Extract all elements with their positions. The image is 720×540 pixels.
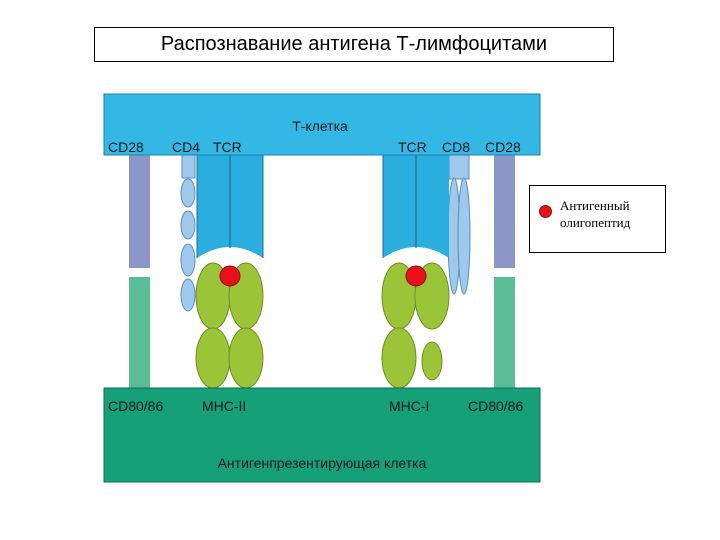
peptide-mhc-ii: [219, 265, 241, 287]
cd80-right-stalk: [494, 277, 515, 389]
antigen-presenting-cell: [103, 387, 541, 483]
cd4-stalk: [181, 152, 196, 179]
label-tcr-right: TCR: [398, 139, 427, 155]
legend-line-1: Антигенный: [560, 198, 630, 213]
diagram-title-text: Распознавание антигена Т-лимфоцитами: [160, 33, 548, 55]
peptide-legend-icon: [539, 205, 552, 218]
label-cd4: CD4: [172, 139, 200, 155]
label-mhc-ii: MHC-II: [202, 398, 246, 414]
cd4-domains: [180, 178, 196, 312]
tcr-right: [382, 153, 449, 258]
label-cd80-right: CD80/86: [468, 398, 523, 414]
mhc-i: [381, 262, 450, 389]
t-cell: [103, 93, 541, 156]
cd8-domains: [447, 177, 471, 295]
label-cd28-left: CD28: [108, 139, 144, 155]
tcr-left: [196, 153, 264, 258]
legend: Антигенный олигопептид: [529, 185, 666, 253]
cd28-left-stalk: [129, 153, 150, 268]
label-cd80-left: CD80/86: [108, 398, 163, 414]
diagram-title: Распознавание антигена Т-лимфоцитами: [94, 27, 614, 62]
mhc-ii: [195, 262, 264, 389]
label-cd8: CD8: [442, 139, 470, 155]
apc-name: Антигенпрезентирующая клетка: [218, 455, 427, 471]
label-mhc-i: MHC-I: [389, 398, 429, 414]
cd8-stalk: [448, 152, 470, 180]
label-tcr-left: TCR: [213, 139, 242, 155]
t-cell-name: Т-клетка: [292, 118, 348, 134]
peptide-mhc-i: [405, 265, 427, 287]
cd80-left-stalk: [129, 277, 150, 389]
cd28-right-stalk: [494, 153, 515, 268]
legend-line-2: олигопептид: [560, 215, 631, 230]
label-cd28-right: CD28: [485, 139, 521, 155]
legend-text: Антигенный олигопептид: [560, 197, 665, 231]
